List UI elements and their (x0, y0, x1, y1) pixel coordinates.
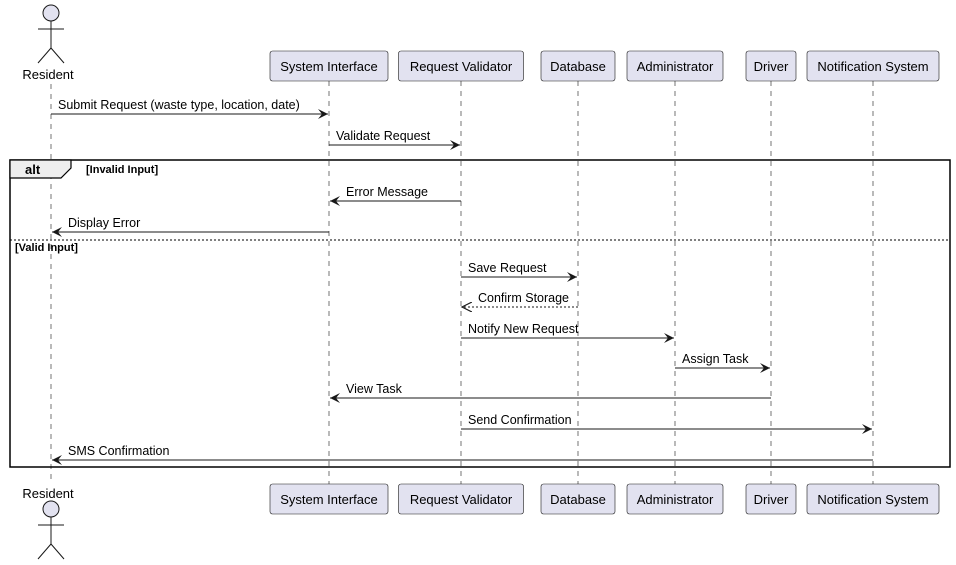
participant-request_validator-top: Request Validator (398, 50, 524, 82)
message-8: Assign Task (675, 352, 770, 373)
participant-database-top: Database (540, 50, 616, 82)
alt-fragment-frame (9, 159, 951, 468)
message-label: Save Request (468, 261, 547, 275)
message-label: Submit Request (waste type, location, da… (58, 98, 300, 112)
participant-label: Database (550, 59, 606, 74)
actor-stick-figure-icon (37, 4, 65, 64)
actor-bottom: Resident (22, 486, 74, 560)
participant-notification_system-top: Notification System (806, 50, 940, 82)
message-label: Confirm Storage (478, 291, 569, 305)
participant-system_interface-top: System Interface (269, 50, 389, 82)
participant-label: Administrator (637, 492, 714, 507)
message-label: View Task (346, 382, 403, 396)
participant-box (626, 50, 724, 82)
alt-fragment: alt [Invalid Input] [Valid Input] (9, 159, 951, 468)
participant-label: Notification System (817, 492, 928, 507)
participant-label: Driver (754, 492, 789, 507)
participant-administrator-top: Administrator (626, 50, 724, 82)
participant-box (269, 483, 389, 515)
message-7: Notify New Request (461, 322, 674, 343)
participant-request_validator-bottom: Request Validator (398, 483, 524, 515)
alt-keyword: alt (25, 162, 41, 177)
participant-label: Notification System (817, 59, 928, 74)
message-2: Validate Request (329, 129, 460, 150)
participant-system_interface-bottom: System Interface (269, 483, 389, 515)
message-label: SMS Confirmation (68, 444, 169, 458)
participant-box (745, 483, 797, 515)
message-label: Error Message (346, 185, 428, 199)
message-label: Display Error (68, 216, 140, 230)
participant-label: Driver (754, 59, 789, 74)
participant-label: Request Validator (410, 59, 513, 74)
message-9: View Task (330, 382, 771, 403)
message-1: Submit Request (waste type, location, da… (51, 98, 328, 119)
participant-notification_system-bottom: Notification System (806, 483, 940, 515)
actor-label: Resident (22, 67, 74, 82)
participant-box (806, 50, 940, 82)
participant-label: Administrator (637, 59, 714, 74)
message-label: Notify New Request (468, 322, 579, 336)
participant-database-bottom: Database (540, 483, 616, 515)
alt-fragment-tab (9, 159, 72, 179)
participant-label: System Interface (280, 492, 378, 507)
participant-driver-bottom: Driver (745, 483, 797, 515)
participant-box (745, 50, 797, 82)
participant-box (398, 483, 524, 515)
actor-top: Resident (22, 4, 74, 82)
participant-box (540, 483, 616, 515)
participant-label: Request Validator (410, 492, 513, 507)
message-3: Error Message (330, 185, 461, 206)
message-11: SMS Confirmation (52, 444, 873, 465)
participant-box (398, 50, 524, 82)
participant-label: System Interface (280, 59, 378, 74)
actor-label: Resident (22, 486, 74, 501)
message-label: Assign Task (682, 352, 749, 366)
message-10: Send Confirmation (461, 413, 872, 434)
participant-box (626, 483, 724, 515)
message-label: Validate Request (336, 129, 431, 143)
message-5: Save Request (461, 261, 577, 282)
participant-box (806, 483, 940, 515)
message-6: Confirm Storage (462, 291, 578, 307)
message-4: Display Error (52, 216, 329, 237)
message-label: Send Confirmation (468, 413, 572, 427)
participant-label: Database (550, 492, 606, 507)
alt-guard-invalid: [Invalid Input] (86, 164, 158, 176)
actor-stick-figure-icon (37, 500, 65, 560)
participant-administrator-bottom: Administrator (626, 483, 724, 515)
participant-box (269, 50, 389, 82)
participant-driver-top: Driver (745, 50, 797, 82)
alt-guard-valid: [Valid Input] (15, 242, 78, 254)
participant-box (540, 50, 616, 82)
